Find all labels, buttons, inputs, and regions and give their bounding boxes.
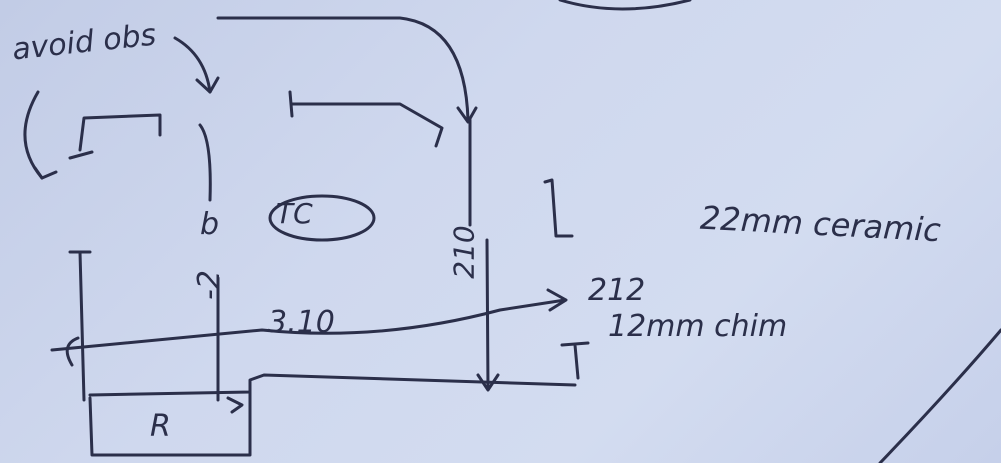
dimension-212-label: 212 — [588, 273, 646, 308]
r-box-label: R — [150, 409, 171, 444]
tc-ellipse — [268, 194, 376, 242]
dimension-310-label: 3.10 — [268, 305, 335, 340]
left-t-marker — [68, 250, 92, 402]
left-vertical-value: -2 — [191, 270, 227, 300]
ground-line — [88, 373, 577, 397]
rafter-top — [290, 102, 444, 148]
vertical-left-pipe — [198, 123, 212, 202]
dim-line-head — [546, 288, 568, 312]
drop-line-left-head — [226, 396, 244, 414]
tc-label: TC — [276, 197, 313, 230]
left-bracket — [78, 113, 162, 152]
top-oval-edge — [558, 0, 692, 11]
dim-line — [50, 298, 567, 352]
drop-line-right — [485, 238, 490, 390]
chimney-note: 12mm chim — [608, 309, 788, 344]
rafter-tick — [288, 90, 294, 118]
r-box — [88, 390, 252, 457]
left-circle-mark — [65, 336, 80, 367]
b-label: b — [200, 207, 220, 242]
right-vertical-value: 210 — [447, 225, 481, 279]
left-bracket-tick — [68, 150, 94, 160]
top-curved-arrow-head — [456, 106, 478, 124]
top-curved-arrow — [216, 16, 470, 122]
drop-line-right-head — [476, 373, 500, 392]
right-t-marker — [560, 341, 590, 380]
left-loop-arrow — [23, 90, 44, 180]
arrow-from-label — [173, 36, 212, 94]
right-small-bracket — [543, 178, 574, 238]
left-loop-arrow-head — [33, 166, 58, 180]
right-arc — [878, 328, 1001, 463]
arrow-from-label-head — [195, 76, 220, 94]
